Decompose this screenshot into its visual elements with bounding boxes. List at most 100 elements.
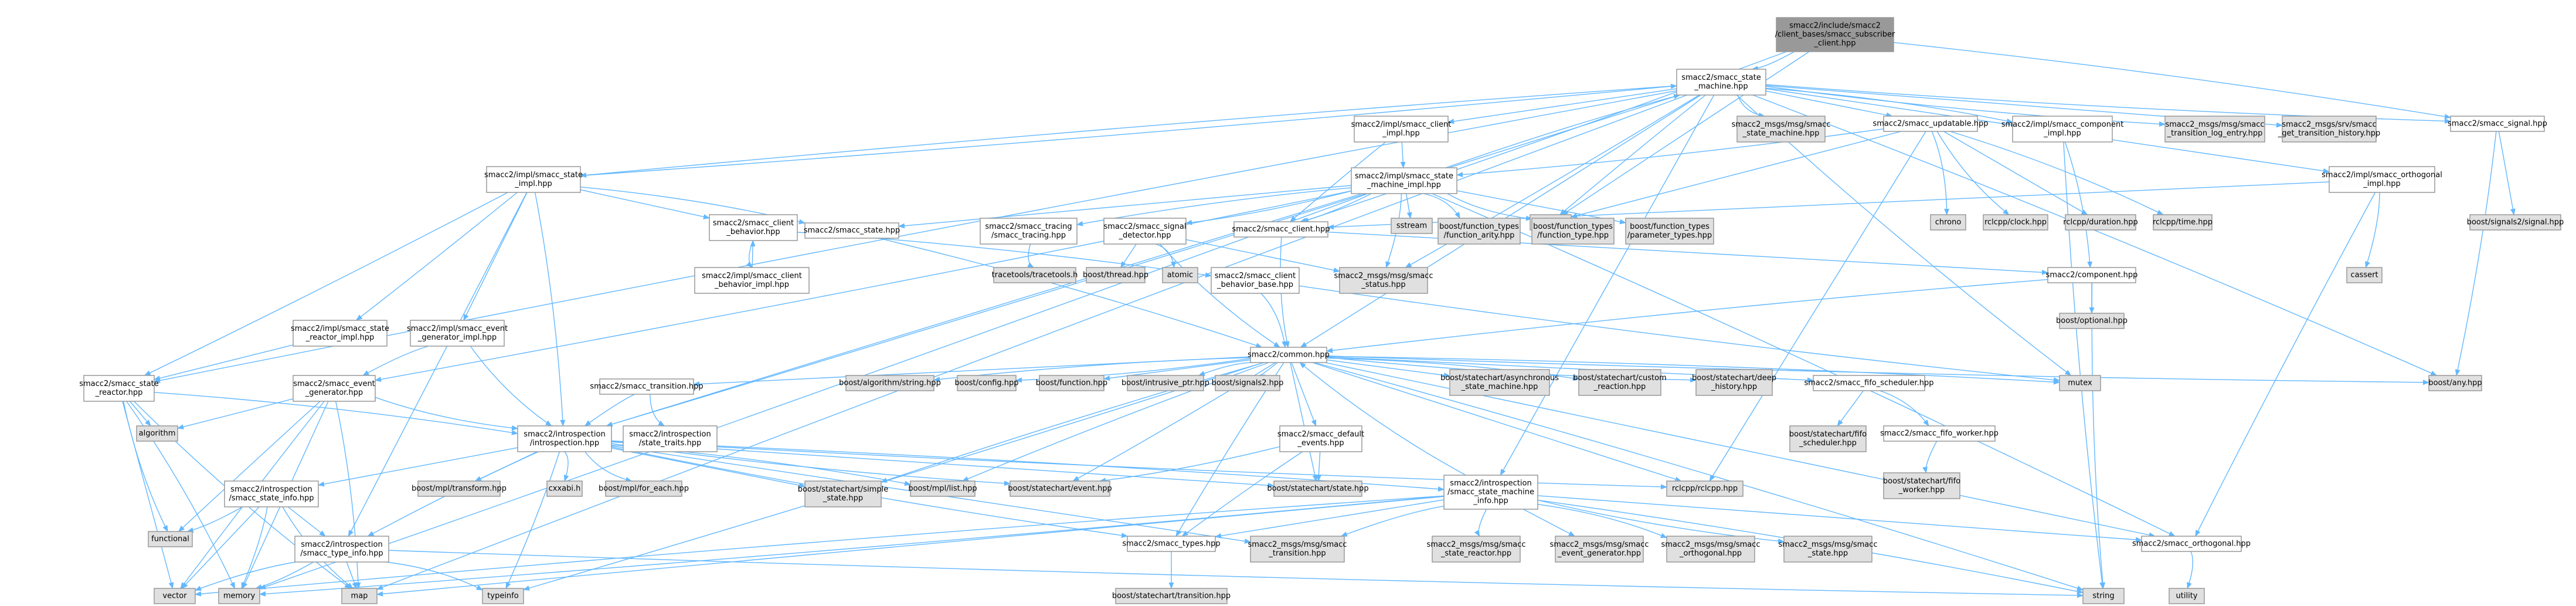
node-fifosched[interactable]: boost/statechart/fifo_scheduler.hpp (1789, 425, 1867, 452)
node-atomic[interactable]: atomic (1162, 267, 1198, 283)
node-fifowk[interactable]: boost/statechart/fifo_worker.hpp (1883, 472, 1960, 499)
node-srimpl[interactable]: smacc2/impl/smacc_state_reactor_impl.hpp (291, 320, 389, 347)
node-sreact[interactable]: smacc2/smacc_state_reactor.hpp (79, 375, 159, 402)
node-fifowork[interactable]: smacc2/smacc_fifo_worker.hpp (1880, 425, 1999, 442)
node-sinfo[interactable]: smacc2/introspection/smacc_state_info.hp… (224, 480, 319, 507)
node-trans[interactable]: smacc2/smacc_transition.hpp (590, 378, 704, 395)
node-rcltime[interactable]: rclcpp/time.hpp (2153, 214, 2213, 231)
node-smimpl[interactable]: smacc2/impl/smacc_state_machine_impl.hpp (1351, 167, 1457, 194)
node-cbimpl[interactable]: smacc2/impl/smacc_client_behavior_impl.h… (694, 267, 810, 294)
node-intro[interactable]: smacc2/introspection/introspection.hpp (517, 425, 612, 452)
node-tracing[interactable]: smacc2/smacc_tracing/smacc_tracing.hpp (980, 218, 1078, 245)
node-bevent[interactable]: boost/statechart/event.hpp (1008, 480, 1112, 497)
node-sigdet[interactable]: smacc2/smacc_signal_detector.hpp (1103, 218, 1187, 245)
node-shpp[interactable]: smacc2/smacc_state.hpp (804, 222, 900, 239)
node-types[interactable]: smacc2/smacc_types.hpp (1122, 536, 1221, 552)
node-bsig[interactable]: boost/signals2/signal.hpp (2467, 214, 2564, 231)
node-fntype[interactable]: boost/function_types/function_type.hpp (1531, 218, 1615, 245)
include-edge-comp-to-common (1326, 279, 2048, 353)
node-box (1676, 69, 1766, 96)
node-box (154, 588, 196, 604)
node-clientimpl[interactable]: smacc2/impl/smacc_client_impl.hpp (1351, 116, 1452, 143)
node-vector[interactable]: vector (154, 588, 196, 604)
node-egimpl[interactable]: smacc2/impl/smacc_event_generator_impl.h… (407, 320, 508, 347)
node-cassert[interactable]: cassert (2346, 267, 2383, 283)
node-common[interactable]: smacc2/common.hpp (1248, 347, 1330, 363)
node-bstate[interactable]: boost/statechart/state.hpp (1267, 480, 1369, 497)
node-stcb[interactable]: smacc2/smacc_client_behavior.hpp (709, 214, 798, 241)
node-strait[interactable]: smacc2/introspection/state_traits.hpp (623, 425, 718, 452)
node-label: _reactor.hpp (95, 388, 143, 397)
node-label: _generator.hpp (305, 388, 363, 397)
node-algostr[interactable]: boost/algorithm/string.hpp (839, 375, 941, 391)
node-bany[interactable]: boost/any.hpp (2428, 375, 2482, 391)
node-box (1578, 369, 1661, 396)
node-fnparam[interactable]: boost/function_types/parameter_types.hpp (1625, 218, 1714, 245)
node-sstream[interactable]: sstream (1391, 218, 1433, 234)
node-msgorth[interactable]: smacc2_msgs/msg/smacc_orthogonal.hpp (1661, 536, 1761, 563)
node-cxxabi[interactable]: cxxabi.h (546, 480, 583, 497)
node-tinfo[interactable]: smacc2/introspection/smacc_type_info.hpp (294, 536, 389, 563)
node-box (2450, 116, 2545, 132)
node-msgreact[interactable]: smacc2_msgs/msg/smacc_state_reactor.hpp (1426, 536, 1526, 563)
node-rclclock[interactable]: rclcpp/clock.hpp (1983, 214, 2048, 231)
node-mplfe[interactable]: boost/mpl/for_each.hpp (599, 480, 689, 497)
node-label: smacc2/smacc_signal (1103, 222, 1186, 231)
node-smimpl2[interactable]: smacc2/introspection/smacc_state_machine… (1443, 475, 1538, 510)
node-cbbase[interactable]: smacc2/smacc_client_behavior_base.hpp (1211, 267, 1300, 294)
include-edge-tracing-to-tracepts (1027, 243, 1035, 268)
node-root[interactable]: smacc2/include/smacc2/client_bases/smacc… (1775, 17, 1895, 52)
node-sm[interactable]: smacc2/smacc_state_machine.hpp (1676, 69, 1766, 96)
node-stmsg[interactable]: smacc2_msgs/msg/smacc_state_machine.hpp (1731, 116, 1831, 143)
node-asyncsm[interactable]: boost/statechart/asynchronous_state_mach… (1440, 369, 1559, 396)
node-signals2[interactable]: boost/signals2.hpp (1212, 375, 1284, 391)
node-fnarity[interactable]: boost/function_types/function_arity.hpp (1437, 218, 1521, 245)
node-custreact[interactable]: boost/statechart/custom_reaction.hpp (1573, 369, 1667, 396)
include-edge-tinfo-to-string (388, 550, 2084, 598)
node-orth[interactable]: smacc2/smacc_orthogonal.hpp (2132, 536, 2251, 552)
node-compimpl[interactable]: smacc2/impl/smacc_component_impl.hpp (2001, 116, 2124, 143)
node-rclcpp[interactable]: rclcpp/rclcpp.hpp (1666, 480, 1744, 497)
node-algorithm[interactable]: algorithm (136, 425, 178, 442)
node-utility[interactable]: utility (2169, 588, 2205, 604)
node-comp[interactable]: smacc2/component.hpp (2046, 267, 2138, 283)
node-deephist[interactable]: boost/statechart/deep_history.hpp (1692, 369, 1776, 396)
node-upd[interactable]: smacc2/smacc_updatable.hpp (1872, 116, 1989, 132)
node-stranshpp[interactable]: boost/statechart/transition.hpp (1112, 588, 1231, 604)
node-functional[interactable]: functional (148, 531, 193, 547)
node-rcldur[interactable]: rclcpp/duration.hpp (2063, 214, 2138, 231)
node-mutex[interactable]: mutex (2059, 375, 2101, 391)
node-bfunc[interactable]: boost/function.hpp (1036, 375, 1107, 391)
node-chrono[interactable]: chrono (1930, 214, 1966, 231)
node-gth[interactable]: smacc2_msgs/srv/smacc_get_transition_his… (2278, 116, 2381, 143)
node-msgevgen[interactable]: smacc2_msgs/msg/smacc_event_generator.hp… (1549, 536, 1649, 563)
node-memory[interactable]: memory (218, 588, 260, 604)
node-map[interactable]: map (341, 588, 378, 604)
node-tracepts[interactable]: tracetools/tracetools.h (992, 267, 1078, 283)
node-bthread[interactable]: boost/thread.hpp (1083, 267, 1148, 283)
node-defev[interactable]: smacc2/smacc_default_events.hpp (1277, 425, 1364, 452)
node-sig[interactable]: smacc2/smacc_signal.hpp (2448, 116, 2547, 132)
node-msgtrans[interactable]: smacc2_msgs/msg/smacc_transition.hpp (1248, 536, 1347, 563)
node-string[interactable]: string (2082, 588, 2125, 604)
node-evgen[interactable]: smacc2/smacc_event_generator.hpp (293, 375, 376, 402)
node-mpltrans[interactable]: boost/mpl/transform.hpp (412, 480, 507, 497)
node-client[interactable]: smacc2/smacc_client.hpp (1232, 221, 1330, 238)
node-orthimpl[interactable]: smacc2/impl/smacc_orthogonal_impl.hpp (2322, 166, 2442, 193)
node-typeinfo[interactable]: typeinfo (482, 588, 524, 604)
node-bconfig[interactable]: boost/config.hpp (954, 375, 1019, 391)
node-label: smacc2/smacc_client (713, 219, 794, 228)
node-tlog[interactable]: smacc2_msgs/msg/smacc_transition_log_ent… (2164, 116, 2265, 143)
node-stateimpl[interactable]: smacc2/impl/smacc_state_impl.hpp (484, 166, 583, 193)
node-box (957, 375, 1017, 391)
node-status[interactable]: smacc2_msgs/msg/smacc_status.hpp (1334, 267, 1433, 294)
node-fifosch[interactable]: smacc2/smacc_fifo_scheduler.hpp (1804, 375, 1934, 391)
node-label: /function_arity.hpp (1444, 231, 1515, 240)
node-msgstate[interactable]: smacc2_msgs/msg/smacc_state.hpp (1778, 536, 1878, 563)
node-label: _behavior_base.hpp (1216, 280, 1293, 289)
node-mpllist[interactable]: boost/mpl/list.hpp (908, 480, 977, 497)
node-intrptr[interactable]: boost/intrusive_ptr.hpp (1122, 375, 1209, 391)
node-simplest[interactable]: boost/statechart/simple_state.hpp (798, 480, 888, 507)
include-edge-stateimpl-to-sm (580, 83, 1678, 177)
node-boptional[interactable]: boost/optional.hpp (2056, 313, 2128, 329)
